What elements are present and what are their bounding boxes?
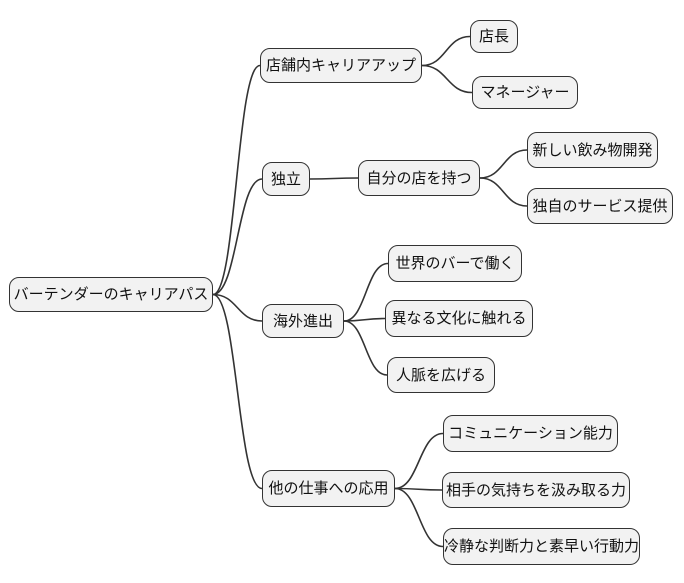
edge-own-shop-to-new-drink <box>479 149 528 179</box>
edge-own-shop-to-original-service <box>479 177 528 207</box>
node-in-store-career-up: 店舗内キャリアアップ <box>260 48 422 83</box>
node-overseas-expansion: 海外進出 <box>262 304 344 338</box>
leaf-original-service: 独自のサービス提供 <box>527 188 673 224</box>
edge-root-to-in-store-career <box>212 64 261 296</box>
edge-career-to-store-manager <box>421 35 471 67</box>
edge-root-to-independence <box>212 178 263 296</box>
leaf-new-drink-development: 新しい飲み物開発 <box>527 132 658 168</box>
edge-overseas-to-cultures <box>343 317 386 322</box>
edge-other-jobs-to-communication <box>394 432 444 490</box>
leaf-work-at-world-bars: 世界のバーで働く <box>388 245 522 282</box>
node-own-shop: 自分の店を持つ <box>358 160 480 196</box>
node-root-bartender-career-path: バーテンダーのキャリアパス <box>9 277 213 312</box>
leaf-expand-network: 人脈を広げる <box>387 357 495 393</box>
edge-root-to-overseas <box>212 293 263 322</box>
node-apply-to-other-jobs: 他の仕事への応用 <box>262 470 395 507</box>
node-independence: 独立 <box>262 162 310 196</box>
leaf-experience-different-cultures: 異なる文化に触れる <box>385 300 533 337</box>
leaf-calm-judgment-quick-action: 冷静な判断力と素早い行動力 <box>443 528 640 565</box>
edge-overseas-to-network <box>343 320 388 376</box>
edge-root-to-other-jobs <box>212 293 263 490</box>
leaf-communication-skill: コミュニケーション能力 <box>443 415 618 452</box>
leaf-reading-others-feelings: 相手の気持ちを汲み取る力 <box>442 472 630 508</box>
edge-independence-to-own-shop <box>309 177 359 180</box>
leaf-store-manager: 店長 <box>470 20 518 53</box>
edge-career-to-manager <box>421 64 473 94</box>
edge-other-jobs-to-judgment <box>394 487 444 548</box>
edge-other-jobs-to-feelings <box>394 487 443 491</box>
edge-overseas-to-world-bars <box>343 262 389 322</box>
leaf-manager: マネージャー <box>472 76 578 109</box>
